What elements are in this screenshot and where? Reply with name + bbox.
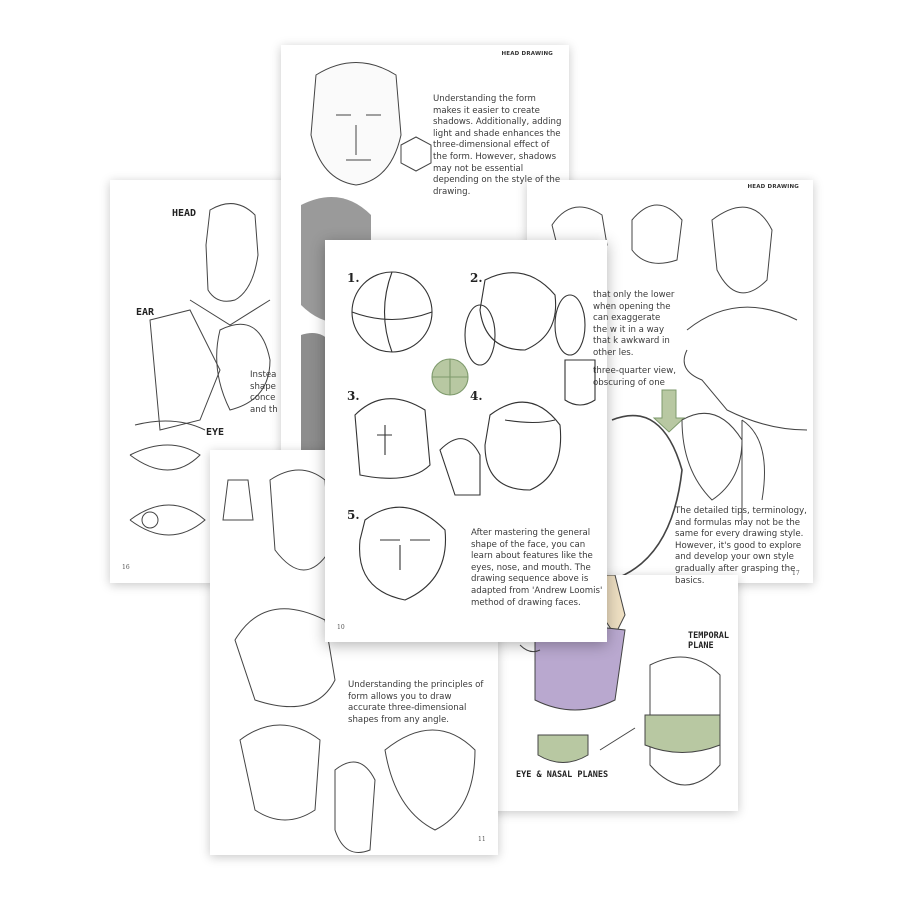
step-1-label: 1. [347,271,360,285]
page-number: 11 [478,836,486,843]
head-ear-eye-sketches [129,203,271,536]
skull-plane-sketches [519,575,721,786]
face-skull-sketches [551,204,808,581]
running-header: HEAD DRAWING [501,51,553,57]
label-temporal-plane: TEMPORAL PLANE [688,631,729,651]
page-number: 16 [122,564,130,571]
page-number: 10 [337,624,345,631]
label-head: HEAD [172,208,197,219]
page-10-center: 1. 2. 3. 4. 5. After mastering the gener… [325,240,607,642]
page-11-text: Understanding the principles of form all… [348,680,484,725]
label-eye: EYE [206,427,225,438]
page-number: 17 [792,570,800,577]
page-17-text-fragment-1: that only the lower when opening the can… [593,290,675,358]
page-10-text: After mastering the general shape of the… [471,528,603,608]
label-eye-nasal-planes: EYE & NASAL PLANES [516,770,609,780]
step-3-label: 3. [347,389,360,403]
running-header: HEAD DRAWING [747,184,799,190]
page-17-text: The detailed tips, terminology, and form… [675,506,807,583]
loomis-steps-sketches [351,271,596,601]
step-2-label: 2. [470,271,483,285]
step-5-label: 5. [347,508,360,522]
step-4-label: 4. [470,389,483,403]
label-ear: EAR [136,307,155,318]
page-17-text-fragment-2: three-quarter view, obscuring of one [593,366,676,388]
head-angle-sketches [222,469,476,853]
page-top-text: Understanding the form makes it easier t… [433,94,562,197]
page-16-text: Instea shape conce and th [250,370,278,415]
